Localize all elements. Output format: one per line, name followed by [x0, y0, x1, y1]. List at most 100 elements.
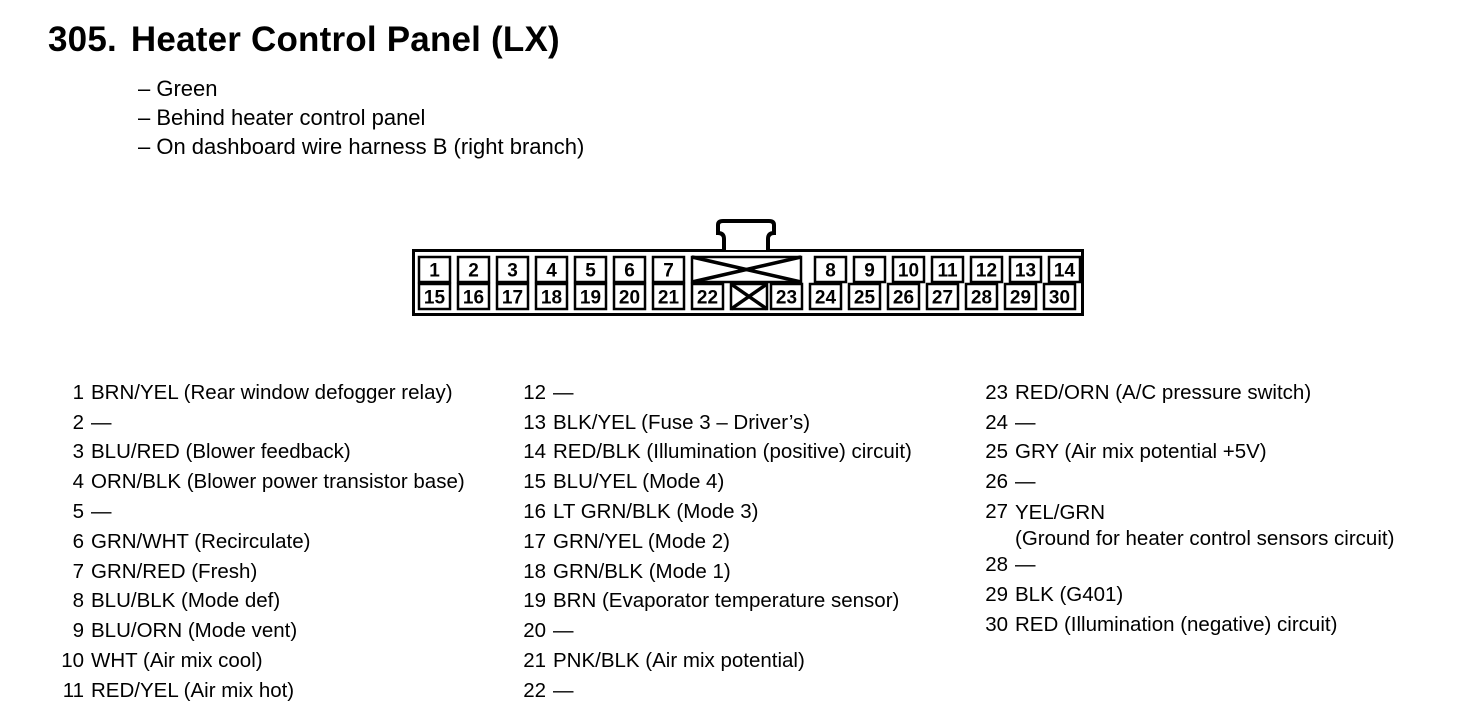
pin-row: 24—	[972, 408, 1394, 438]
pin-desc: BRN (Evaporator temperature sensor)	[553, 588, 899, 614]
pin-row: 3 BLU/RED (Blower feedback)	[48, 438, 465, 468]
pin-cavity	[651, 282, 686, 311]
pin-cavity	[891, 255, 926, 284]
pin-wire: —	[1015, 470, 1036, 494]
pin-num: 22	[523, 678, 546, 702]
pin-number-label: 4	[546, 261, 557, 282]
pin-wire: —	[1015, 410, 1036, 434]
pin-row: 19 BRN (Evaporator temperature sensor)	[510, 587, 912, 617]
pin-cavity	[886, 282, 921, 311]
pin-cavity	[573, 255, 608, 284]
pin-number-label: 8	[825, 261, 836, 282]
pin-num: 8	[72, 589, 84, 613]
pin-number-label: 28	[971, 288, 992, 309]
pin-desc: RED/YEL (Air mix hot)	[91, 678, 294, 704]
pin-wire: —	[553, 380, 574, 404]
pin-number-label: 23	[776, 288, 797, 309]
pin-cavity	[808, 282, 843, 311]
pin-num: 3	[72, 440, 84, 464]
pin-wire: BLU/ORN (Mode vent)	[91, 619, 298, 643]
pin-num: 7	[72, 559, 84, 583]
pin-desc: ORN/BLK (Blower power transistor base)	[91, 469, 465, 495]
pin-num: 25	[985, 440, 1008, 464]
pin-cavity	[456, 282, 491, 311]
blank-cavity-x-icon	[730, 282, 768, 311]
pin-num: 30	[985, 612, 1008, 636]
pin-desc: RED/BLK (Illumination (positive) circuit…	[553, 439, 912, 465]
pin-cavity	[1003, 282, 1038, 311]
pin-row: 28—	[972, 550, 1394, 580]
pin-number-label: 2	[468, 261, 479, 282]
pin-cavity	[852, 255, 887, 284]
pin-number-label: 7	[663, 261, 674, 282]
pin-number-label: 24	[815, 288, 837, 309]
pin-cavity	[969, 255, 1004, 284]
pin-wire: BLU/BLK (Mode def)	[91, 589, 281, 613]
pin-row: 5—	[48, 497, 465, 527]
pin-num: 16	[523, 500, 546, 524]
pin-desc: —	[91, 499, 112, 525]
pin-cavity	[417, 282, 452, 311]
pin-row: 27 YEL/GRN(Ground for heater control sens…	[972, 497, 1394, 550]
pin-wire: BLK (G401)	[1015, 582, 1124, 606]
pin-desc: —	[1015, 469, 1036, 495]
pin-number-label: 22	[697, 288, 718, 309]
pin-number-label: 14	[1054, 261, 1076, 282]
pin-number-label: 30	[1049, 288, 1070, 309]
pin-number-label: 19	[580, 288, 601, 309]
pin-cavity	[813, 255, 848, 284]
pin-number-label: 9	[864, 261, 875, 282]
connector-notes: – Green – Behind heater control panel – …	[138, 74, 584, 161]
pin-desc: BRN/YEL (Rear window defogger relay)	[91, 380, 453, 406]
pin-wire: GRN/YEL (Mode 2)	[553, 529, 730, 553]
pin-num: 14	[523, 440, 546, 464]
pin-number-label: 25	[854, 288, 876, 309]
pin-num: 4	[72, 470, 84, 494]
pin-row: 22 —	[510, 676, 912, 706]
pin-num: 6	[72, 529, 84, 553]
pin-desc: GRN/RED (Fresh)	[91, 559, 257, 585]
pin-desc: YEL/GRN(Ground for heater control sensor…	[1015, 500, 1394, 552]
pin-num: 19	[523, 589, 546, 613]
blank-cavity-x-icon	[691, 255, 802, 284]
pin-num: 21	[523, 649, 546, 673]
pin-wire: ORN/BLK (Blower power transistor base)	[91, 470, 465, 494]
pin-wire: BLU/RED (Blower feedback)	[91, 440, 351, 464]
pin-number-label: 17	[502, 288, 523, 309]
pin-wire: YEL/GRN	[1015, 501, 1105, 525]
pin-number-label: 26	[893, 288, 914, 309]
pin-wire: BRN (Evaporator temperature sensor)	[553, 589, 900, 613]
pin-cavity	[651, 255, 686, 284]
pin-wire: —	[91, 410, 112, 434]
pin-number-label: 18	[541, 288, 562, 309]
pin-row: 8 BLU/BLK (Mode def)	[48, 587, 465, 617]
pin-desc: BLU/RED (Blower feedback)	[91, 439, 351, 465]
pin-cavity	[769, 282, 804, 311]
pin-number-label: 15	[424, 288, 446, 309]
pin-cavity	[417, 255, 452, 284]
pin-row: 4 ORN/BLK (Blower power transistor base)	[48, 467, 465, 497]
pin-wire: —	[91, 500, 112, 524]
pin-cavity	[1008, 255, 1043, 284]
pin-desc: BLK/YEL (Fuse 3 – Driver’s)	[553, 410, 810, 436]
pin-wire: RED/ORN (A/C pressure switch)	[1015, 380, 1312, 404]
pin-wire: RED/YEL (Air mix hot)	[91, 678, 295, 702]
pin-num: 9	[72, 619, 84, 643]
pin-desc: GRY (Air mix potential +5V)	[1015, 439, 1267, 465]
section-number: 305.	[48, 20, 117, 59]
pin-num: 20	[523, 619, 546, 643]
pin-num: 5	[72, 500, 84, 524]
pin-cavity	[1042, 282, 1077, 311]
pin-wire: —	[553, 678, 574, 702]
pin-number-label: 10	[898, 261, 919, 282]
pin-num: 27	[985, 500, 1008, 524]
